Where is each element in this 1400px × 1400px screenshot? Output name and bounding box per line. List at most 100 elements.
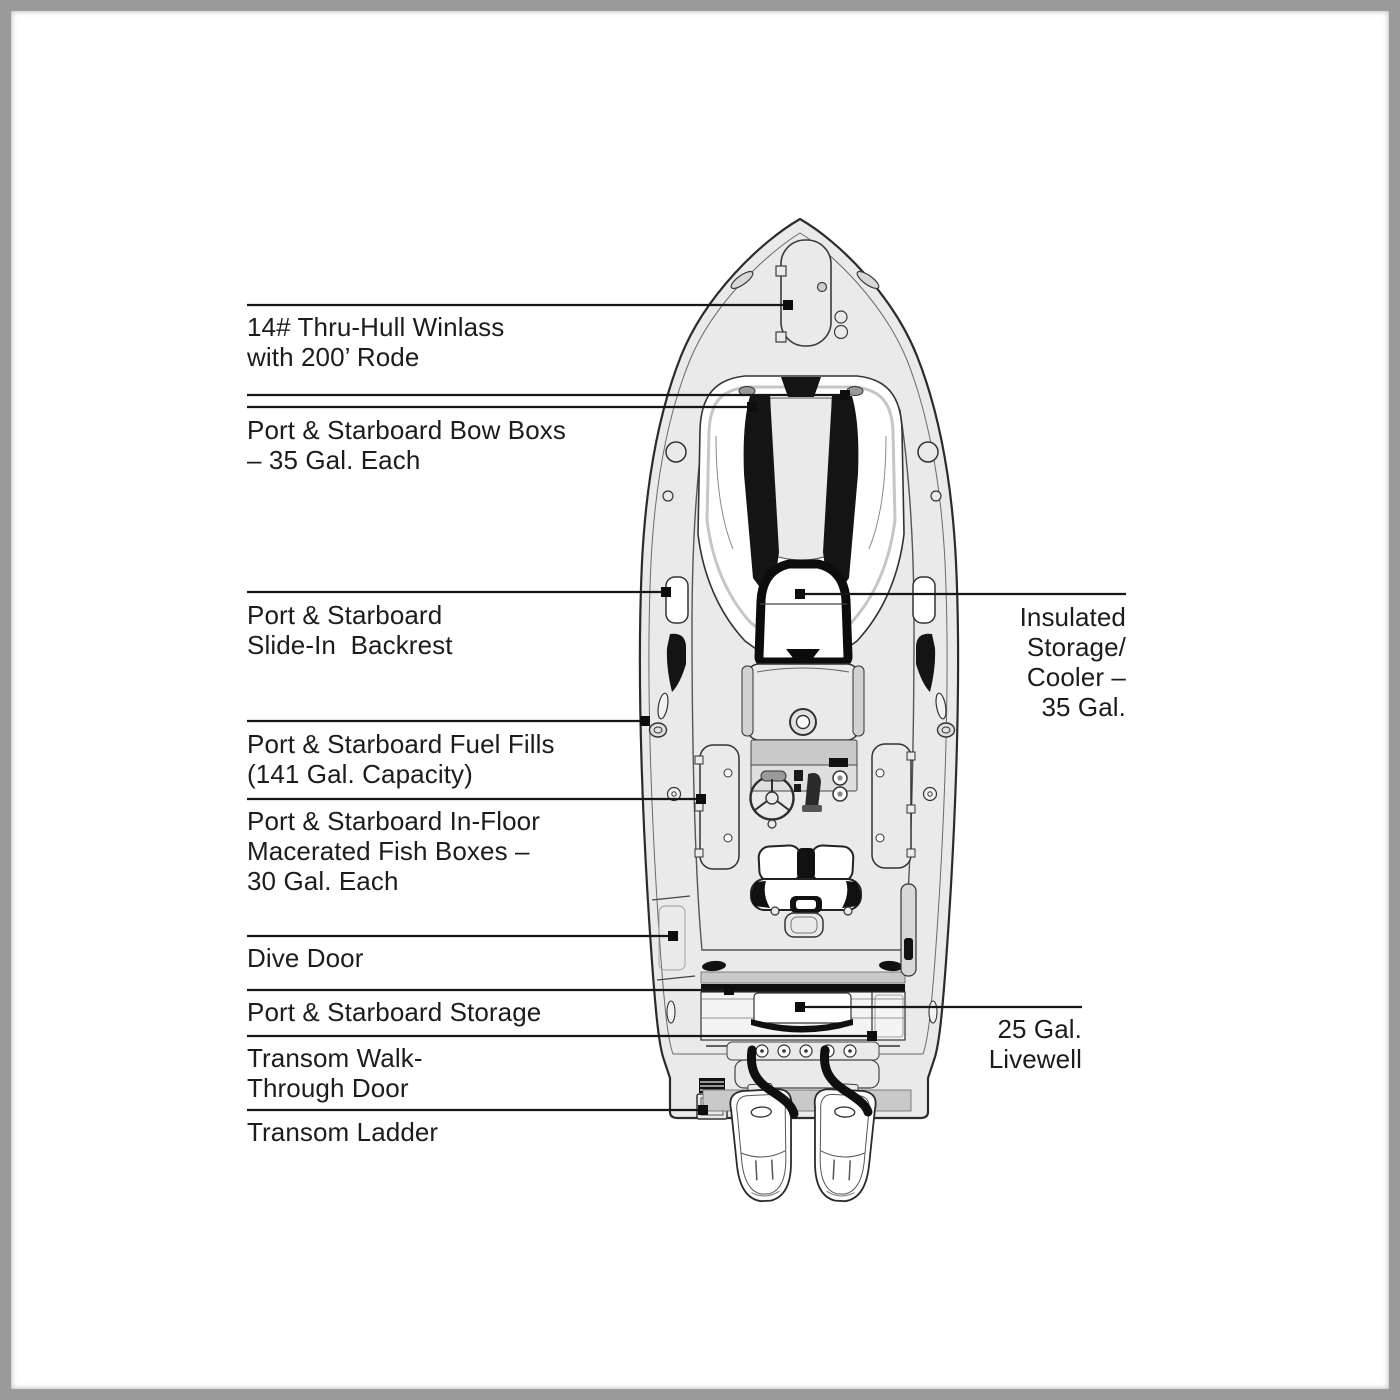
walkthrough-door-panel <box>874 994 904 1038</box>
aft-cleat-port <box>702 960 726 972</box>
slide-in-backrests <box>665 576 936 692</box>
anchor-locker <box>730 239 880 347</box>
label-line: – 35 Gal. Each <box>247 445 421 475</box>
scupper-starboard <box>928 1000 938 1024</box>
label-line: Slide-In Backrest <box>247 630 453 660</box>
hatch-hinge <box>775 265 787 277</box>
wheel-hub <box>765 791 779 805</box>
seat-backrest-port <box>757 844 803 883</box>
label-line: Macerated Fish Boxes – <box>247 836 530 866</box>
wheel-knob <box>767 819 777 829</box>
fuel-fill-port <box>648 722 668 738</box>
throttle-base <box>802 805 822 812</box>
engine-starboard <box>813 1083 877 1203</box>
console-seam <box>756 667 850 673</box>
deck-screw <box>662 490 674 502</box>
label-bow-boxes: Port & Starboard Bow Boxs – 35 Gal. Each <box>247 415 566 475</box>
deck-fitting <box>833 324 849 340</box>
dive-door-seam-top <box>651 895 691 901</box>
leader-marker <box>795 1002 805 1012</box>
leader-marker <box>724 985 734 995</box>
transom-door-hinge-panel <box>900 883 917 977</box>
hatch-clip <box>906 804 916 814</box>
label-line: 30 Gal. Each <box>247 866 399 896</box>
leader-marker <box>840 390 850 400</box>
hatch-clip <box>906 848 916 858</box>
aft-deck <box>696 960 906 1120</box>
label-line: Port & Starboard Storage <box>247 997 542 1027</box>
helm <box>749 770 795 829</box>
gunwale-details <box>648 441 956 1024</box>
leader-marker <box>698 1105 708 1115</box>
leader-marker <box>783 300 793 310</box>
deck-fitting <box>834 310 848 324</box>
fish-box-starboard <box>871 743 912 869</box>
seat-divider <box>797 848 815 879</box>
hatch-clip <box>694 802 704 812</box>
seat-pedestal-inner <box>790 916 818 934</box>
dash-display <box>829 758 848 767</box>
console-cup-inner <box>795 714 811 730</box>
backrest-pocket-port <box>665 576 689 624</box>
transom-door-latch <box>904 938 913 960</box>
label-line: Port & Starboard Bow Boxs <box>247 415 566 445</box>
backrest-wedge-starboard <box>916 633 936 692</box>
rigging-hose-starboard <box>819 1045 873 1117</box>
switch-block <box>794 784 801 792</box>
label-line: 14# Thru-Hull Winlass <box>247 312 505 342</box>
hatch-screw <box>723 833 733 843</box>
label-line: Transom Walk- <box>247 1043 423 1073</box>
anchor-hatch <box>780 239 832 347</box>
wheel-hub-cover <box>760 770 787 782</box>
hatch-clip <box>694 848 704 858</box>
leader-marker <box>747 402 757 412</box>
aft-step <box>700 971 906 984</box>
motor-well <box>734 1059 880 1089</box>
hatch-hinge <box>775 331 787 343</box>
fuel-fill-starboard-inner <box>941 726 951 734</box>
label-cooler: Insulated Storage/ Cooler – 35 Gal. <box>1020 602 1126 722</box>
cooler-console <box>741 559 865 812</box>
label-fuel-fills: Port & Starboard Fuel Fills (141 Gal. Ca… <box>247 729 555 789</box>
engines <box>702 1045 912 1203</box>
leader-marker <box>661 587 671 597</box>
label-line: Port & Starboard <box>247 600 443 630</box>
label-walkthrough: Transom Walk- Through Door <box>247 1043 423 1103</box>
backrest-pocket-starboard <box>912 576 936 624</box>
bow-cushion-trim-port <box>743 396 779 604</box>
label-ladder: Transom Ladder <box>247 1117 438 1147</box>
cushion-seam <box>868 435 887 550</box>
wheel-spoke <box>754 800 768 811</box>
seat-foot <box>770 906 780 916</box>
label-line: (141 Gal. Capacity) <box>247 759 473 789</box>
scupper-port <box>666 1000 676 1024</box>
cushion-seam <box>715 435 734 550</box>
deck-plate <box>917 441 939 463</box>
gunwale-ring <box>666 786 682 802</box>
gauge-center <box>837 791 843 797</box>
hatch-screw <box>875 833 885 843</box>
hatch-clip <box>694 755 704 765</box>
console-rail-starboard <box>852 665 865 737</box>
seat-foot <box>843 906 853 916</box>
insulated-cooler <box>754 559 853 667</box>
gunwale-ring <box>922 786 938 802</box>
fish-box-port <box>699 744 740 870</box>
fish-box-hatches <box>694 743 916 870</box>
bow-cleat-port <box>730 270 754 290</box>
seat-bolster-starboard <box>842 881 861 908</box>
label-windlass: 14# Thru-Hull Winlass with 200’ Rode <box>247 312 504 372</box>
aft-cleat-starboard <box>879 960 903 972</box>
console-rail-port <box>741 665 754 737</box>
label-line: Transom Ladder <box>247 1117 439 1147</box>
rod-holder-port <box>657 692 669 720</box>
leader-marker <box>867 1031 877 1041</box>
hatch-latch <box>816 281 828 293</box>
label-line: Cooler – <box>1026 662 1126 692</box>
hatch-clip <box>906 751 916 761</box>
wheel-spoke <box>776 800 790 811</box>
label-dive-door: Dive Door <box>247 943 364 973</box>
switch-block <box>794 770 803 781</box>
